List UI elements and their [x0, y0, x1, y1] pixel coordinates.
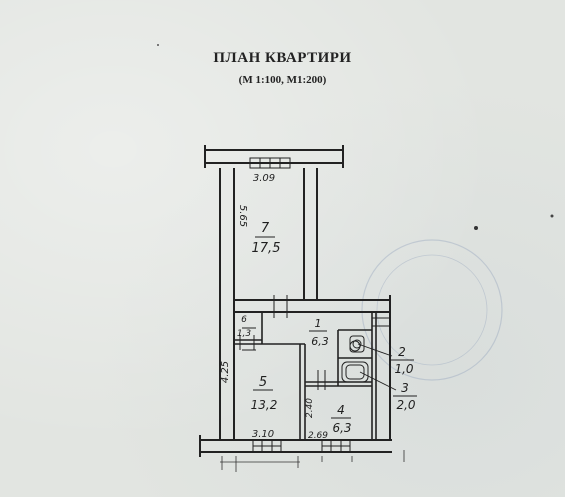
- dimension-room5-length: 4.25: [220, 361, 231, 383]
- paper-dot: [474, 226, 478, 230]
- room-5-number: 5: [259, 375, 267, 390]
- paper-dot: [550, 214, 554, 218]
- room-7-number: 7: [261, 221, 270, 236]
- room-5-area: 13,2: [251, 398, 278, 412]
- stamp-mark: [361, 239, 503, 381]
- room-6-number: 6: [241, 315, 247, 325]
- plan-scale: (М 1:100, М1:200): [238, 74, 327, 86]
- door-marks: [239, 295, 390, 390]
- room-6-area: 1,3: [237, 329, 252, 339]
- window-bottom-right: [321, 439, 351, 453]
- room-7-area: 17,5: [252, 241, 281, 256]
- room-1-area: 6,3: [311, 335, 329, 348]
- dimension-labels: 3.09 5.65 4.25 3.10 2.40 2.69: [220, 173, 328, 441]
- interior-walls: [234, 312, 377, 440]
- room-4-number: 4: [337, 403, 345, 417]
- room-3-number: 3: [401, 381, 409, 395]
- room-1-number: 1: [315, 317, 322, 330]
- window-top: [249, 157, 291, 169]
- dimension-kitchen-width: 2.69: [308, 431, 328, 441]
- dimension-top-width: 3.09: [253, 173, 275, 184]
- room-4-area: 6,3: [332, 421, 351, 435]
- dimension-room7-length: 5.65: [237, 205, 248, 227]
- room-3-area: 2,0: [396, 398, 415, 412]
- dimension-kitchen-length: 2.40: [305, 398, 315, 418]
- fixture-symbol: [349, 340, 361, 352]
- dimension-lines-bottom: [220, 450, 405, 472]
- paper-dot: [157, 44, 159, 46]
- room-labels: 7 17,5 1 6,3 2 1,0 3 2,0 5 13,2 4: [237, 221, 417, 435]
- window-bottom-left: [252, 439, 282, 453]
- bathtub: [341, 361, 369, 383]
- dimension-bottom-width: 3.10: [252, 429, 274, 440]
- outer-walls: [199, 145, 392, 457]
- room-2-number: 2: [398, 345, 406, 359]
- room-2-area: 1,0: [394, 362, 413, 376]
- plan-title: ПЛАН КВАРТИРИ: [213, 50, 352, 66]
